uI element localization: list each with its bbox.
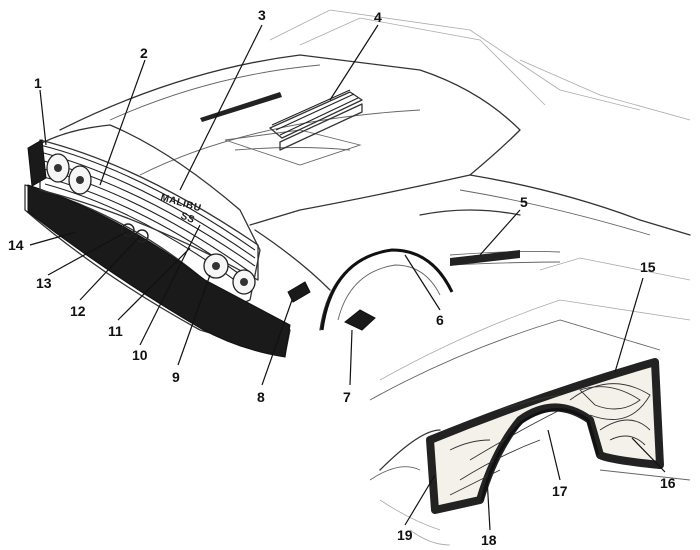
callout-10: 10	[132, 347, 148, 363]
lower-car-body	[369, 257, 691, 546]
callout-2: 2	[140, 45, 148, 61]
callout-11: 11	[108, 323, 123, 339]
callout-17: 17	[552, 483, 568, 499]
callout-3: 3	[258, 7, 266, 23]
wheel-opening-molding	[320, 248, 454, 331]
callout-14: 14	[8, 237, 24, 253]
front-corner-trim	[27, 139, 47, 187]
callout-13: 13	[36, 275, 52, 291]
callout-15: 15	[640, 259, 656, 275]
woodgrain-arch-molding	[480, 408, 600, 501]
headlamps	[46, 153, 256, 295]
hood-scoop-ornament	[200, 89, 363, 151]
callout-5: 5	[520, 194, 528, 210]
grille-nameplate: SS	[179, 211, 196, 227]
callout-6: 6	[436, 312, 444, 328]
callout-4: 4	[374, 9, 382, 25]
callout-18: 18	[481, 532, 497, 548]
fender-stripe	[450, 250, 520, 266]
woodgrain-fender-panel	[426, 358, 664, 514]
callout-9: 9	[172, 369, 180, 385]
callout-16: 16	[660, 475, 676, 491]
front-valance-panel	[27, 184, 291, 358]
callout-1: 1	[34, 75, 42, 91]
callout-7: 7	[343, 389, 351, 405]
callout-12: 12	[70, 303, 86, 319]
side-marker-lamp	[287, 281, 311, 303]
upper-car-body	[24, 9, 691, 356]
callout-19: 19	[397, 527, 413, 543]
grille-emblem	[121, 223, 149, 243]
leader-lines	[29, 24, 666, 531]
callout-8: 8	[257, 389, 265, 405]
fender-emblem	[344, 309, 376, 331]
callout-labels: 1 2 3 4 5 6 7 8 9 10 11 12 13 14 15 16 1…	[8, 7, 676, 548]
